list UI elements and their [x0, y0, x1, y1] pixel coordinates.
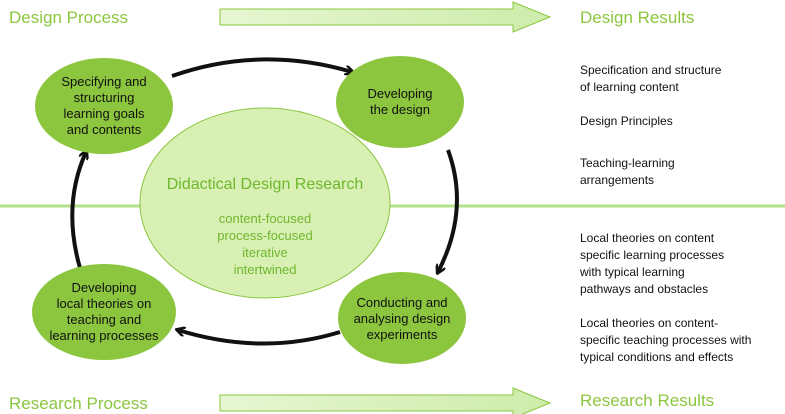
phase-ellipse-bottom-left [32, 264, 176, 360]
center-item: intertwined [233, 262, 297, 277]
phase-ellipse-bottom-right [338, 272, 466, 364]
center-ellipse [139, 107, 391, 299]
arrow-right [438, 149, 459, 272]
bottom-process-arrow [219, 387, 552, 414]
design-result: Design Principles [580, 114, 673, 128]
research-result: Local theories on content- specific teac… [580, 316, 752, 364]
center-title: Didactical Design Research [166, 176, 364, 193]
center-item: process-focused [217, 228, 313, 243]
design-process-heading: Design Process [9, 8, 129, 27]
center-items: content-focused process-focused iterativ… [165, 210, 365, 278]
center-item: iterative [242, 245, 288, 260]
arrow-bottom [178, 330, 341, 346]
design-result: Teaching-learning arrangements [580, 156, 675, 187]
phase-ellipse-top-left [35, 58, 173, 154]
phase-label-top-left: Specifying and structuring learning goal… [61, 74, 147, 137]
arrow-left [70, 152, 86, 269]
phase-ellipse-top-right [336, 56, 464, 148]
arrow-top [171, 57, 352, 78]
research-process-heading: Research Process [9, 394, 148, 413]
center-item: content-focused [218, 211, 312, 226]
top-process-arrow [219, 1, 552, 33]
phase-label-top-right: Developing the design [367, 86, 433, 117]
research-result: Local theories on content specific learn… [580, 231, 725, 296]
phase-label-bottom-left: Developing local theories on teaching an… [49, 280, 159, 343]
phase-label-bottom-right: Conducting and analysing design experime… [353, 295, 451, 342]
design-result: Specification and structure of learning … [580, 63, 722, 94]
research-results-heading: Research Results [580, 391, 715, 410]
design-results-heading: Design Results [580, 8, 695, 27]
